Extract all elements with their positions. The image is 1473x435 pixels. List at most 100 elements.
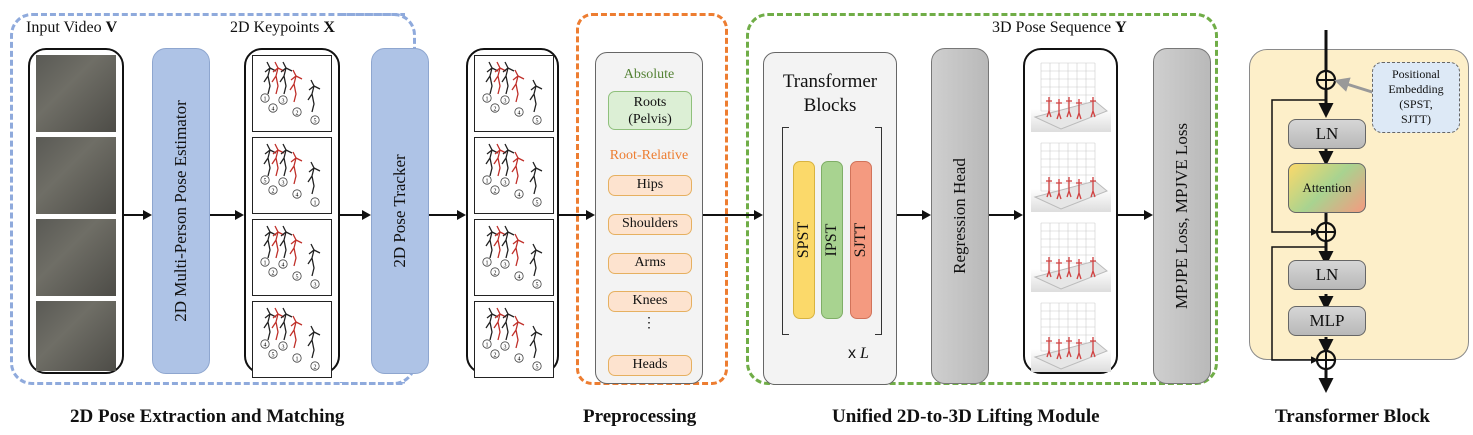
person-id: 3 bbox=[282, 345, 285, 351]
person-id-marker bbox=[490, 103, 500, 113]
arrow-head-icon bbox=[143, 210, 152, 220]
lifting-group bbox=[746, 13, 1218, 385]
skeleton bbox=[279, 307, 293, 341]
spst-label: SPST bbox=[795, 221, 812, 259]
person-id-marker bbox=[532, 197, 542, 207]
person-id-marker bbox=[500, 341, 510, 351]
skeleton bbox=[271, 61, 285, 95]
person-id: 4 bbox=[518, 275, 521, 281]
pose-3d-skeleton bbox=[1090, 177, 1096, 198]
person-id-marker bbox=[482, 93, 492, 103]
pose-3d-skeleton bbox=[1066, 257, 1072, 278]
person-id: 1 bbox=[486, 179, 489, 185]
pe-line-4: SJTT) bbox=[1401, 112, 1431, 126]
person-id-marker bbox=[490, 349, 500, 359]
skeleton bbox=[501, 307, 515, 341]
arrow-head-icon bbox=[754, 210, 763, 220]
loss-label: MPJPE Loss, MPJVE Loss bbox=[1172, 122, 1191, 310]
skeleton bbox=[493, 143, 507, 177]
person-id: 1 bbox=[486, 343, 489, 349]
arrow-head-icon bbox=[586, 210, 595, 220]
skeleton bbox=[493, 61, 507, 95]
person-id-marker bbox=[260, 257, 270, 267]
person-id-marker bbox=[532, 361, 542, 371]
flow-arrow bbox=[124, 214, 144, 216]
flow-arrow bbox=[559, 214, 587, 216]
pose-3d-frame bbox=[1031, 135, 1111, 212]
pose-3d-skeleton bbox=[1076, 179, 1082, 200]
pe-line-2: Embedding bbox=[1388, 82, 1444, 96]
pose-estimator-label: 2D Multi-Person Pose Estimator bbox=[171, 100, 190, 322]
person-id: 5 bbox=[264, 179, 267, 185]
flow-arrow bbox=[703, 214, 755, 216]
skeleton bbox=[279, 225, 293, 259]
arrow-head-icon bbox=[457, 210, 466, 220]
absolute-label: Absolute bbox=[623, 67, 675, 82]
residual-1 bbox=[1271, 99, 1326, 236]
transformer-blocks-title: Transformer Blocks bbox=[764, 70, 896, 118]
ipst-block: IPST bbox=[821, 161, 843, 319]
pose-tracker-block: 2D Pose Tracker bbox=[371, 48, 429, 374]
person-id: 5 bbox=[296, 275, 299, 281]
person-id-marker bbox=[490, 267, 500, 277]
person-id: 2 bbox=[494, 107, 497, 113]
preprocessing-caption: Preprocessing bbox=[583, 406, 697, 427]
pe-line-1: Positional bbox=[1391, 67, 1440, 81]
video-frame bbox=[36, 55, 116, 132]
person-id-marker bbox=[292, 107, 302, 117]
mlp-box: MLP bbox=[1288, 306, 1366, 336]
pose-estimator-block: 2D Multi-Person Pose Estimator bbox=[152, 48, 210, 374]
skeleton bbox=[529, 243, 543, 277]
skeleton bbox=[485, 143, 499, 177]
person-id-marker bbox=[310, 115, 320, 125]
video-frame bbox=[36, 301, 116, 371]
title-line-1: Transformer bbox=[782, 71, 878, 92]
person-id-marker bbox=[500, 177, 510, 187]
regression-head-label: Regression Head bbox=[950, 158, 969, 274]
skeleton bbox=[485, 225, 499, 259]
residual-2 bbox=[1271, 246, 1326, 364]
skeleton bbox=[289, 69, 303, 103]
skeleton bbox=[279, 143, 293, 177]
person-id: 1 bbox=[314, 201, 317, 207]
loss-block: MPJPE Loss, MPJVE Loss bbox=[1153, 48, 1211, 384]
pose-3d-skeleton bbox=[1090, 257, 1096, 278]
person-id: 3 bbox=[282, 181, 285, 187]
flow-arrow bbox=[989, 214, 1015, 216]
person-id: 3 bbox=[504, 99, 507, 105]
arrow-head-icon bbox=[235, 210, 244, 220]
skeleton bbox=[307, 161, 321, 195]
arrow-head-icon bbox=[922, 210, 931, 220]
title-line-2: Blocks bbox=[803, 95, 857, 116]
roots-text: Roots bbox=[633, 95, 667, 110]
knees-chip: Knees bbox=[608, 291, 692, 312]
person-id-marker bbox=[514, 353, 524, 363]
person-id: 4 bbox=[264, 343, 267, 349]
pose-3d-frame bbox=[1031, 55, 1111, 132]
person-id-marker bbox=[310, 279, 320, 289]
pos-embedding-box: Positional Embedding (SPST, SJTT) bbox=[1372, 62, 1460, 133]
skeleton bbox=[485, 61, 499, 95]
transformer-block-caption: Transformer Block bbox=[1275, 406, 1430, 427]
repeat-label: x L bbox=[848, 345, 869, 362]
transformer-blocks-panel: Transformer Blocks SPST IPST SJTT x L bbox=[763, 52, 897, 385]
skeleton bbox=[511, 315, 525, 349]
pose-3d-skeleton bbox=[1056, 259, 1062, 280]
flow-arrow bbox=[429, 214, 458, 216]
skeleton bbox=[279, 61, 293, 95]
pose-3d-skeleton bbox=[1076, 259, 1082, 280]
person-id: 3 bbox=[282, 99, 285, 105]
keypoints-label: 2D Keypoints X bbox=[230, 19, 335, 36]
video-frame bbox=[36, 219, 116, 296]
person-id: 1 bbox=[296, 357, 299, 363]
person-id: 5 bbox=[536, 201, 539, 207]
person-id: 5 bbox=[536, 283, 539, 289]
person-id: 2 bbox=[494, 189, 497, 195]
skeleton bbox=[307, 325, 321, 359]
person-id-marker bbox=[514, 107, 524, 117]
